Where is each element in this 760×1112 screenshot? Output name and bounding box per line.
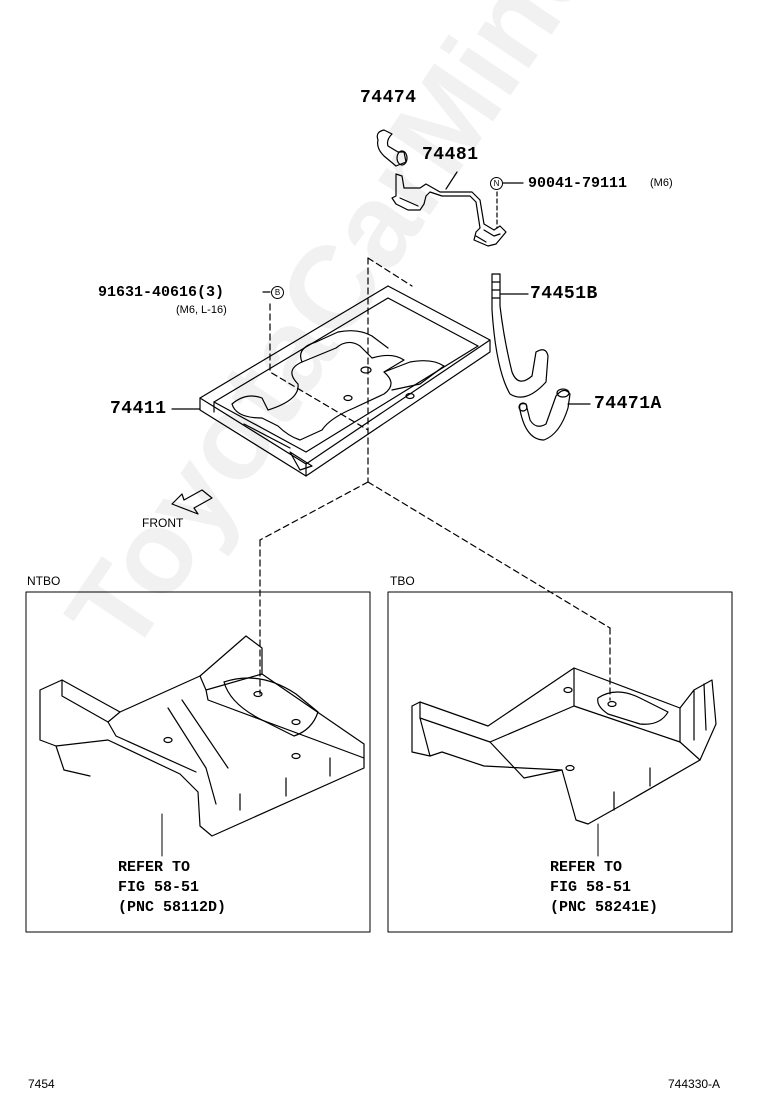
- footer-page-number: 7454: [28, 1077, 55, 1091]
- leader-74481: [445, 171, 458, 190]
- footer-figure-code: 744330-A: [668, 1077, 721, 1091]
- front-arrow-icon: [171, 489, 213, 515]
- part-spec-90041: (M6): [650, 177, 673, 189]
- part-label-74474: 74474: [360, 88, 417, 108]
- panel-left-frame: [25, 591, 371, 933]
- part-label-74451b: 74451B: [530, 284, 598, 304]
- assembly-dashed-lines: [259, 257, 611, 701]
- hose-74471a-illustration: [518, 388, 571, 441]
- body-panel-tbo-illustration: [411, 667, 717, 825]
- part-label-74481: 74481: [422, 145, 479, 165]
- n-marker-icon: N: [490, 177, 503, 190]
- panel-right-frame: [387, 591, 733, 933]
- battery-tray-74411-illustration: [199, 285, 491, 477]
- part-label-74471a: 74471A: [594, 394, 662, 414]
- part-spec-91631: (M6, L-16): [176, 304, 227, 316]
- panel-right-tag: TBO: [390, 574, 415, 588]
- front-label: FRONT: [142, 516, 184, 530]
- b-marker-icon: B: [271, 286, 284, 299]
- hose-74474-illustration: [376, 129, 408, 167]
- panel-right-refer-note: REFER TO FIG 58-51 (PNC 58241E): [550, 859, 659, 916]
- part-label-74411: 74411: [110, 399, 167, 419]
- panel-left-tag: NTBO: [27, 574, 61, 588]
- tube-74451b-illustration: [491, 273, 549, 398]
- panel-left-refer-note: REFER TO FIG 58-51 (PNC 58112D): [118, 859, 227, 916]
- part-label-91631: 91631-40616(3): [98, 284, 225, 301]
- body-panel-ntbo-illustration: [39, 635, 365, 837]
- bracket-74481-illustration: [391, 173, 507, 247]
- part-label-90041: 90041-79111: [528, 175, 628, 192]
